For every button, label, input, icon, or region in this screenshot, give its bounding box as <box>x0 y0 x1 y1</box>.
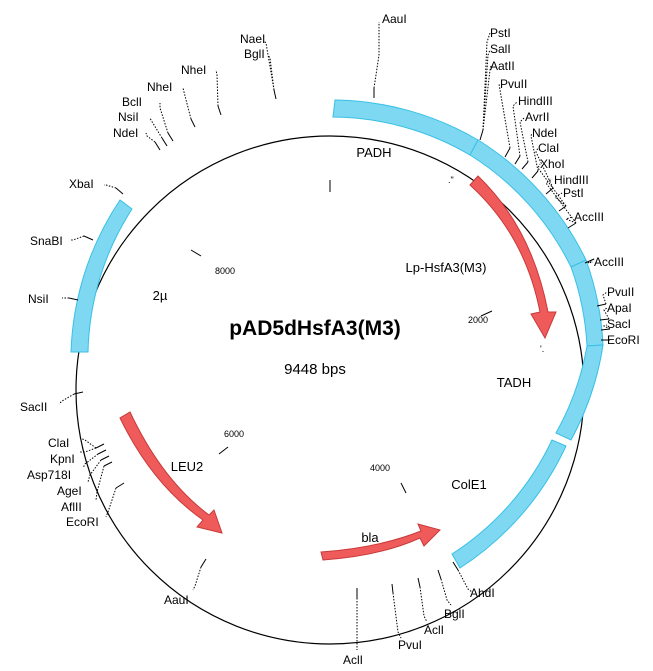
scale-tick-4000 <box>400 482 407 494</box>
scale-tick-8000 <box>190 249 202 257</box>
site-label-acli-1: AclI <box>424 623 444 637</box>
site-label-psti-1: PstI <box>490 26 511 40</box>
site-label-acli-2: AclI <box>343 653 363 667</box>
site-label-aaui-top: AauI <box>382 12 407 26</box>
site-label-pvuii-2: PvuII <box>607 285 634 299</box>
site-label-bgli-bottom: BglI <box>444 607 465 621</box>
site-label-xhoi: XhoI <box>540 157 565 171</box>
site-label-bcli: BclI <box>122 95 142 109</box>
site-label-nsii-2: NsiI <box>118 110 139 124</box>
scale-label-6000: 6000 <box>224 429 244 439</box>
site-label-nhei-1: NheI <box>147 80 172 94</box>
site-ticks <box>68 88 611 598</box>
site-label-sali: SalI <box>490 42 511 56</box>
site-label-sacii: SacII <box>20 400 47 414</box>
site-label-aatii: AatII <box>490 59 515 73</box>
bla-arrow <box>320 523 441 561</box>
site-label-snabi: SnaBI <box>30 234 63 248</box>
feature-label-tadh: TADH <box>497 375 531 390</box>
leu2-arrow <box>119 411 223 534</box>
site-leaders <box>58 22 611 650</box>
feature-start-mark: ." <box>448 175 454 185</box>
site-label-psti-2: PstI <box>563 186 584 200</box>
scale-tick-6000 <box>218 446 229 455</box>
site-label-pvuii-1: PvuII <box>500 77 527 91</box>
site-label-agei: AgeI <box>57 484 82 498</box>
site-label-nhei-2: NheI <box>181 63 206 77</box>
feature-label-2micron: 2µ <box>153 288 168 303</box>
site-label-ndei-1: NdeI <box>532 126 557 140</box>
cole1-band <box>451 439 567 569</box>
site-label-naei: NaeI <box>240 32 265 46</box>
plasmid-size: 9448 bps <box>284 361 346 378</box>
site-label-acciii-2: AccIII <box>594 255 624 269</box>
feature-end-mark: '. <box>540 344 544 354</box>
lp-band <box>570 259 604 347</box>
site-label-pvui: PvuI <box>398 638 422 652</box>
scale-label-4000: 4000 <box>370 463 390 473</box>
site-label-hindiii-2: HindIII <box>554 173 589 187</box>
scale-tick-2000 <box>480 310 493 317</box>
site-label-clai-1: ClaI <box>538 141 559 155</box>
site-label-apai: ApaI <box>607 301 632 315</box>
feature-label-bla: bla <box>361 530 379 545</box>
site-label-aaui-bottom: AauI <box>164 593 189 607</box>
lp-hsfa3-arrow <box>469 175 557 340</box>
site-label-xbai: XbaI <box>69 177 94 191</box>
site-label-bgli-top: BglI <box>244 47 265 61</box>
feature-bands <box>70 99 604 569</box>
site-label-ahdi: AhdI <box>470 586 495 600</box>
scale-label-2000: 2000 <box>468 315 488 325</box>
feature-label-leu2: LEU2 <box>171 459 204 474</box>
site-label-aflii: AflII <box>61 500 82 514</box>
site-label-acciii-1: AccIII <box>574 210 604 224</box>
feature-label-lp-hsfa3: Lp-HsfA3(M3) <box>406 260 487 275</box>
scale-ticks: 2000 4000 6000 8000 ." '. <box>190 175 544 494</box>
gene-arrows <box>119 175 557 561</box>
site-label-ecori-2: EcoRI <box>66 515 99 529</box>
plasmid-name: pAD5dHsfA3(M3) <box>229 317 401 340</box>
feature-label-padh: PADH <box>356 145 391 160</box>
site-label-ndei-2: NdeI <box>113 126 138 140</box>
tadh-band <box>555 344 604 441</box>
feature-label-cole1: ColE1 <box>451 477 486 492</box>
site-label-nsii-1: NsiI <box>28 292 49 306</box>
site-label-avrii: AvrII <box>525 110 549 124</box>
site-label-ecori-1: EcoRI <box>607 333 640 347</box>
scale-label-8000: 8000 <box>215 266 235 276</box>
site-label-asp718i: Asp718I <box>27 468 71 482</box>
two-micron-band <box>70 199 133 353</box>
padh-band <box>332 99 479 156</box>
site-label-clai-2: ClaI <box>48 436 69 450</box>
site-label-hindiii-1: HindIII <box>518 94 553 108</box>
site-label-saci: SacI <box>607 317 631 331</box>
site-labels: AauI PstI SalI AatII PvuII HindIII AvrII… <box>20 12 640 667</box>
site-label-kpni: KpnI <box>50 452 75 466</box>
